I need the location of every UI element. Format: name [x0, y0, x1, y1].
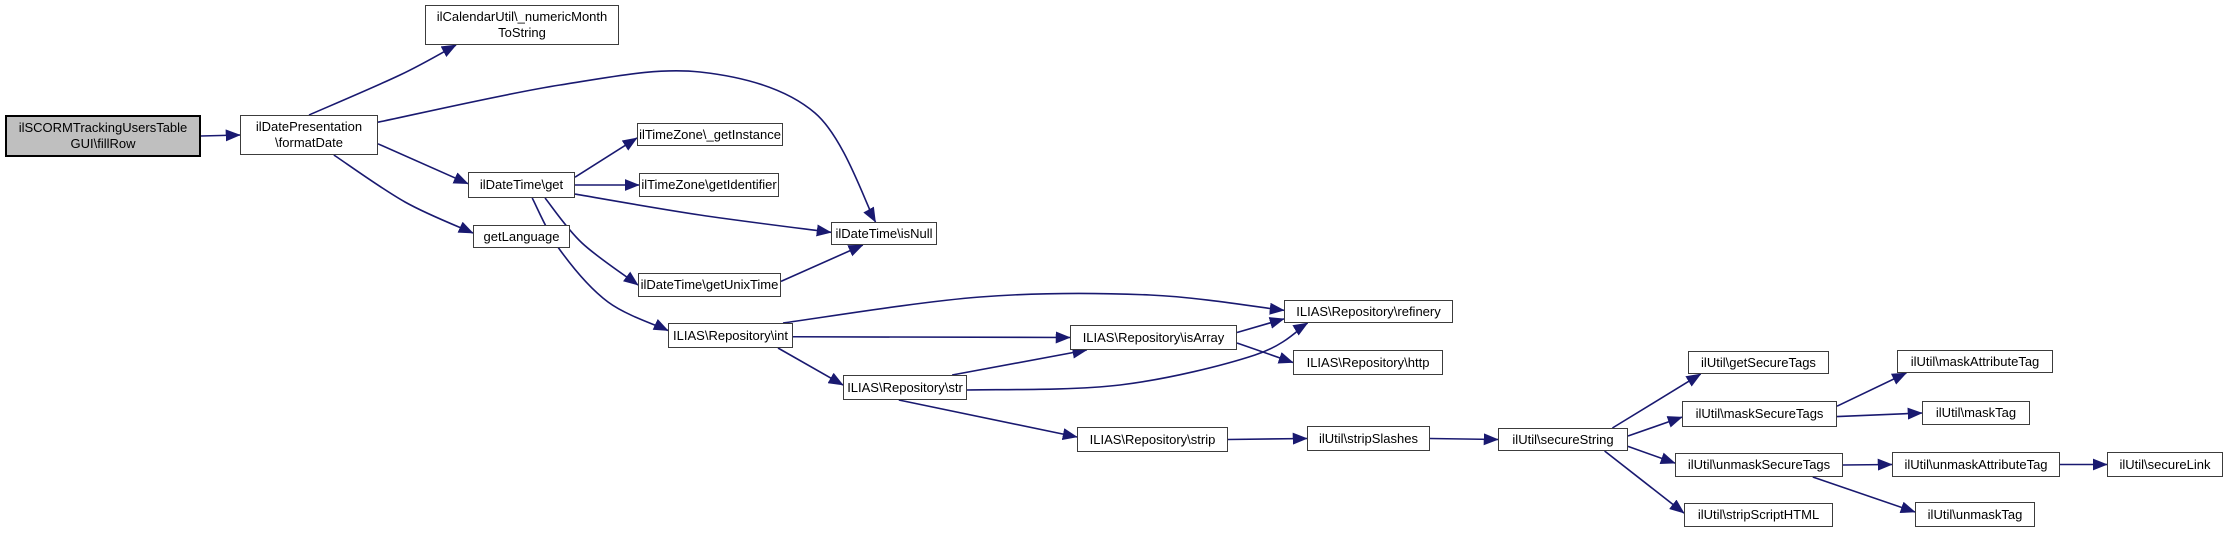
call-edge-get-to-int: [531, 197, 669, 332]
graph-node-label: ilUtil\unmaskAttributeTag: [1904, 456, 2048, 472]
call-edge-str-to-strip: [898, 399, 1078, 440]
graph-node-isArray[interactable]: ILIAS\Repository\isArray: [1070, 325, 1237, 350]
graph-node-label: ilUtil\stripScriptHTML: [1697, 507, 1820, 522]
call-edge-get-to-getInstance: [574, 137, 638, 178]
graph-node-label: ilCalendarUtil\_numericMonth: [436, 9, 608, 24]
graph-node-label: ilUtil\maskSecureTags: [1695, 406, 1824, 421]
graph-node-label: ilTimeZone\getIdentifier: [641, 177, 777, 192]
call-edge-maskSecureTags-to-maskTag: [1836, 407, 1923, 420]
graph-node-label: ilDatePresentation: [255, 119, 363, 134]
graph-node-secureString[interactable]: ilUtil\secureString: [1498, 428, 1628, 451]
graph-node-http[interactable]: ILIAS\Repository\http: [1293, 350, 1443, 375]
graph-node-label: ILIAS\Repository\refinery: [1296, 303, 1441, 319]
call-edge-int-to-str: [777, 347, 844, 386]
call-edge-secureString-to-getSecureTags: [1611, 373, 1702, 429]
graph-node-getLanguage[interactable]: getLanguage: [473, 225, 570, 248]
graph-node-label: ToString: [498, 25, 546, 40]
graph-node-unmaskAttributeTag[interactable]: ilUtil\unmaskAttributeTag: [1892, 452, 2060, 477]
graph-node-label: ilUtil\stripSlashes: [1319, 430, 1418, 446]
graph-node-stripScriptHTML[interactable]: ilUtil\stripScriptHTML: [1684, 503, 1833, 527]
graph-node-getInstance[interactable]: ilTimeZone\_getInstance: [637, 123, 783, 146]
call-edge-stripSlashes-to-secureString: [1429, 433, 1499, 446]
graph-node-getIdentifier[interactable]: ilTimeZone\getIdentifier: [639, 173, 779, 197]
graph-node-label: ilDateTime\isNull: [835, 225, 933, 241]
graph-node-getSecureTags[interactable]: ilUtil\getSecureTags: [1688, 351, 1829, 374]
graph-node-str[interactable]: ILIAS\Repository\str: [843, 375, 967, 400]
graph-node-label: GUI\fillRow: [70, 136, 136, 151]
graph-node-label: ILIAS\Repository\strip: [1089, 431, 1216, 447]
call-edge-unmaskSecureTags-to-unmaskTag: [1812, 476, 1916, 514]
call-edge-isArray-to-refinery: [1236, 317, 1285, 334]
call-edge-secureString-to-unmaskSecureTags: [1627, 445, 1676, 464]
graph-node-label: ilTimeZone\_getInstance: [639, 126, 781, 142]
graph-node-label: ILIAS\Repository\http: [1306, 354, 1430, 370]
call-edge-strip-to-stripSlashes: [1227, 432, 1308, 445]
call-edge-str-to-refinery: [966, 322, 1309, 391]
graph-node-int[interactable]: ILIAS\Repository\int: [668, 323, 793, 348]
graph-node-label: getLanguage: [483, 228, 560, 244]
call-edge-getUnixTime-to-isNull: [780, 244, 864, 283]
call-edge-get-to-getUnixTime: [544, 197, 639, 286]
graph-node-label: ilUtil\secureLink: [2119, 456, 2211, 472]
graph-node-maskTag[interactable]: ilUtil\maskTag: [1922, 401, 2030, 425]
graph-node-label: ilDateTime\get: [479, 177, 564, 192]
graph-node-label: ilUtil\unmaskSecureTags: [1687, 457, 1831, 472]
graph-node-refinery[interactable]: ILIAS\Repository\refinery: [1284, 300, 1453, 323]
call-edge-formatDate-to-isNull: [377, 69, 877, 223]
graph-node-label: ILIAS\Repository\isArray: [1082, 329, 1225, 345]
graph-node-label: ilUtil\maskAttributeTag: [1910, 353, 2040, 369]
graph-node-stripSlashes[interactable]: ilUtil\stripSlashes: [1307, 426, 1430, 451]
call-edge-secureString-to-maskSecureTags: [1627, 416, 1683, 437]
call-edge-isArray-to-http: [1236, 342, 1294, 364]
graph-node-label: ilSCORMTrackingUsersTable: [18, 120, 188, 135]
call-edge-get-to-isNull: [574, 193, 832, 237]
graph-node-get[interactable]: ilDateTime\get: [468, 172, 575, 198]
call-edge-str-to-isArray: [951, 346, 1088, 376]
call-edge-formatDate-to-get: [377, 143, 469, 185]
graph-node-label: ilUtil\secureString: [1512, 431, 1614, 447]
graph-node-label: \formatDate: [275, 135, 343, 150]
call-edge-int-to-isArray: [792, 331, 1071, 344]
graph-node-label: ilUtil\maskTag: [1935, 405, 2017, 420]
graph-node-isNull[interactable]: ilDateTime\isNull: [831, 222, 937, 245]
graph-node-maskAttributeTag[interactable]: ilUtil\maskAttributeTag: [1897, 350, 2053, 373]
graph-node-strip[interactable]: ILIAS\Repository\strip: [1077, 427, 1228, 452]
call-edge-formatDate-to-numericMonth: [308, 44, 457, 116]
call-edge-unmaskSecureTags-to-unmaskAttributeTag: [1842, 458, 1893, 471]
call-edge-maskSecureTags-to-maskAttributeTag: [1836, 372, 1908, 407]
graph-node-label: ILIAS\Repository\int: [673, 327, 788, 343]
call-edge-int-to-refinery: [782, 292, 1285, 324]
call-edge-formatDate-to-getLanguage: [333, 154, 474, 234]
graph-node-label: ILIAS\Repository\str: [847, 379, 963, 395]
call-edge-secureString-to-stripScriptHTML: [1604, 450, 1685, 514]
graph-node-getUnixTime[interactable]: ilDateTime\getUnixTime: [638, 273, 781, 297]
graph-node-label: ilUtil\getSecureTags: [1701, 354, 1816, 370]
graph-node-unmaskTag[interactable]: ilUtil\unmaskTag: [1915, 502, 2035, 527]
graph-node-formatDate[interactable]: ilDatePresentation\formatDate: [240, 115, 378, 155]
graph-node-maskSecureTags[interactable]: ilUtil\maskSecureTags: [1682, 401, 1837, 427]
call-edge-fillRow-to-formatDate: [200, 129, 241, 142]
graph-node-label: ilDateTime\getUnixTime: [640, 277, 779, 292]
graph-node-label: ilUtil\unmaskTag: [1927, 506, 2023, 522]
graph-node-secureLink[interactable]: ilUtil\secureLink: [2107, 452, 2223, 477]
graph-node-unmaskSecureTags[interactable]: ilUtil\unmaskSecureTags: [1675, 453, 1843, 477]
